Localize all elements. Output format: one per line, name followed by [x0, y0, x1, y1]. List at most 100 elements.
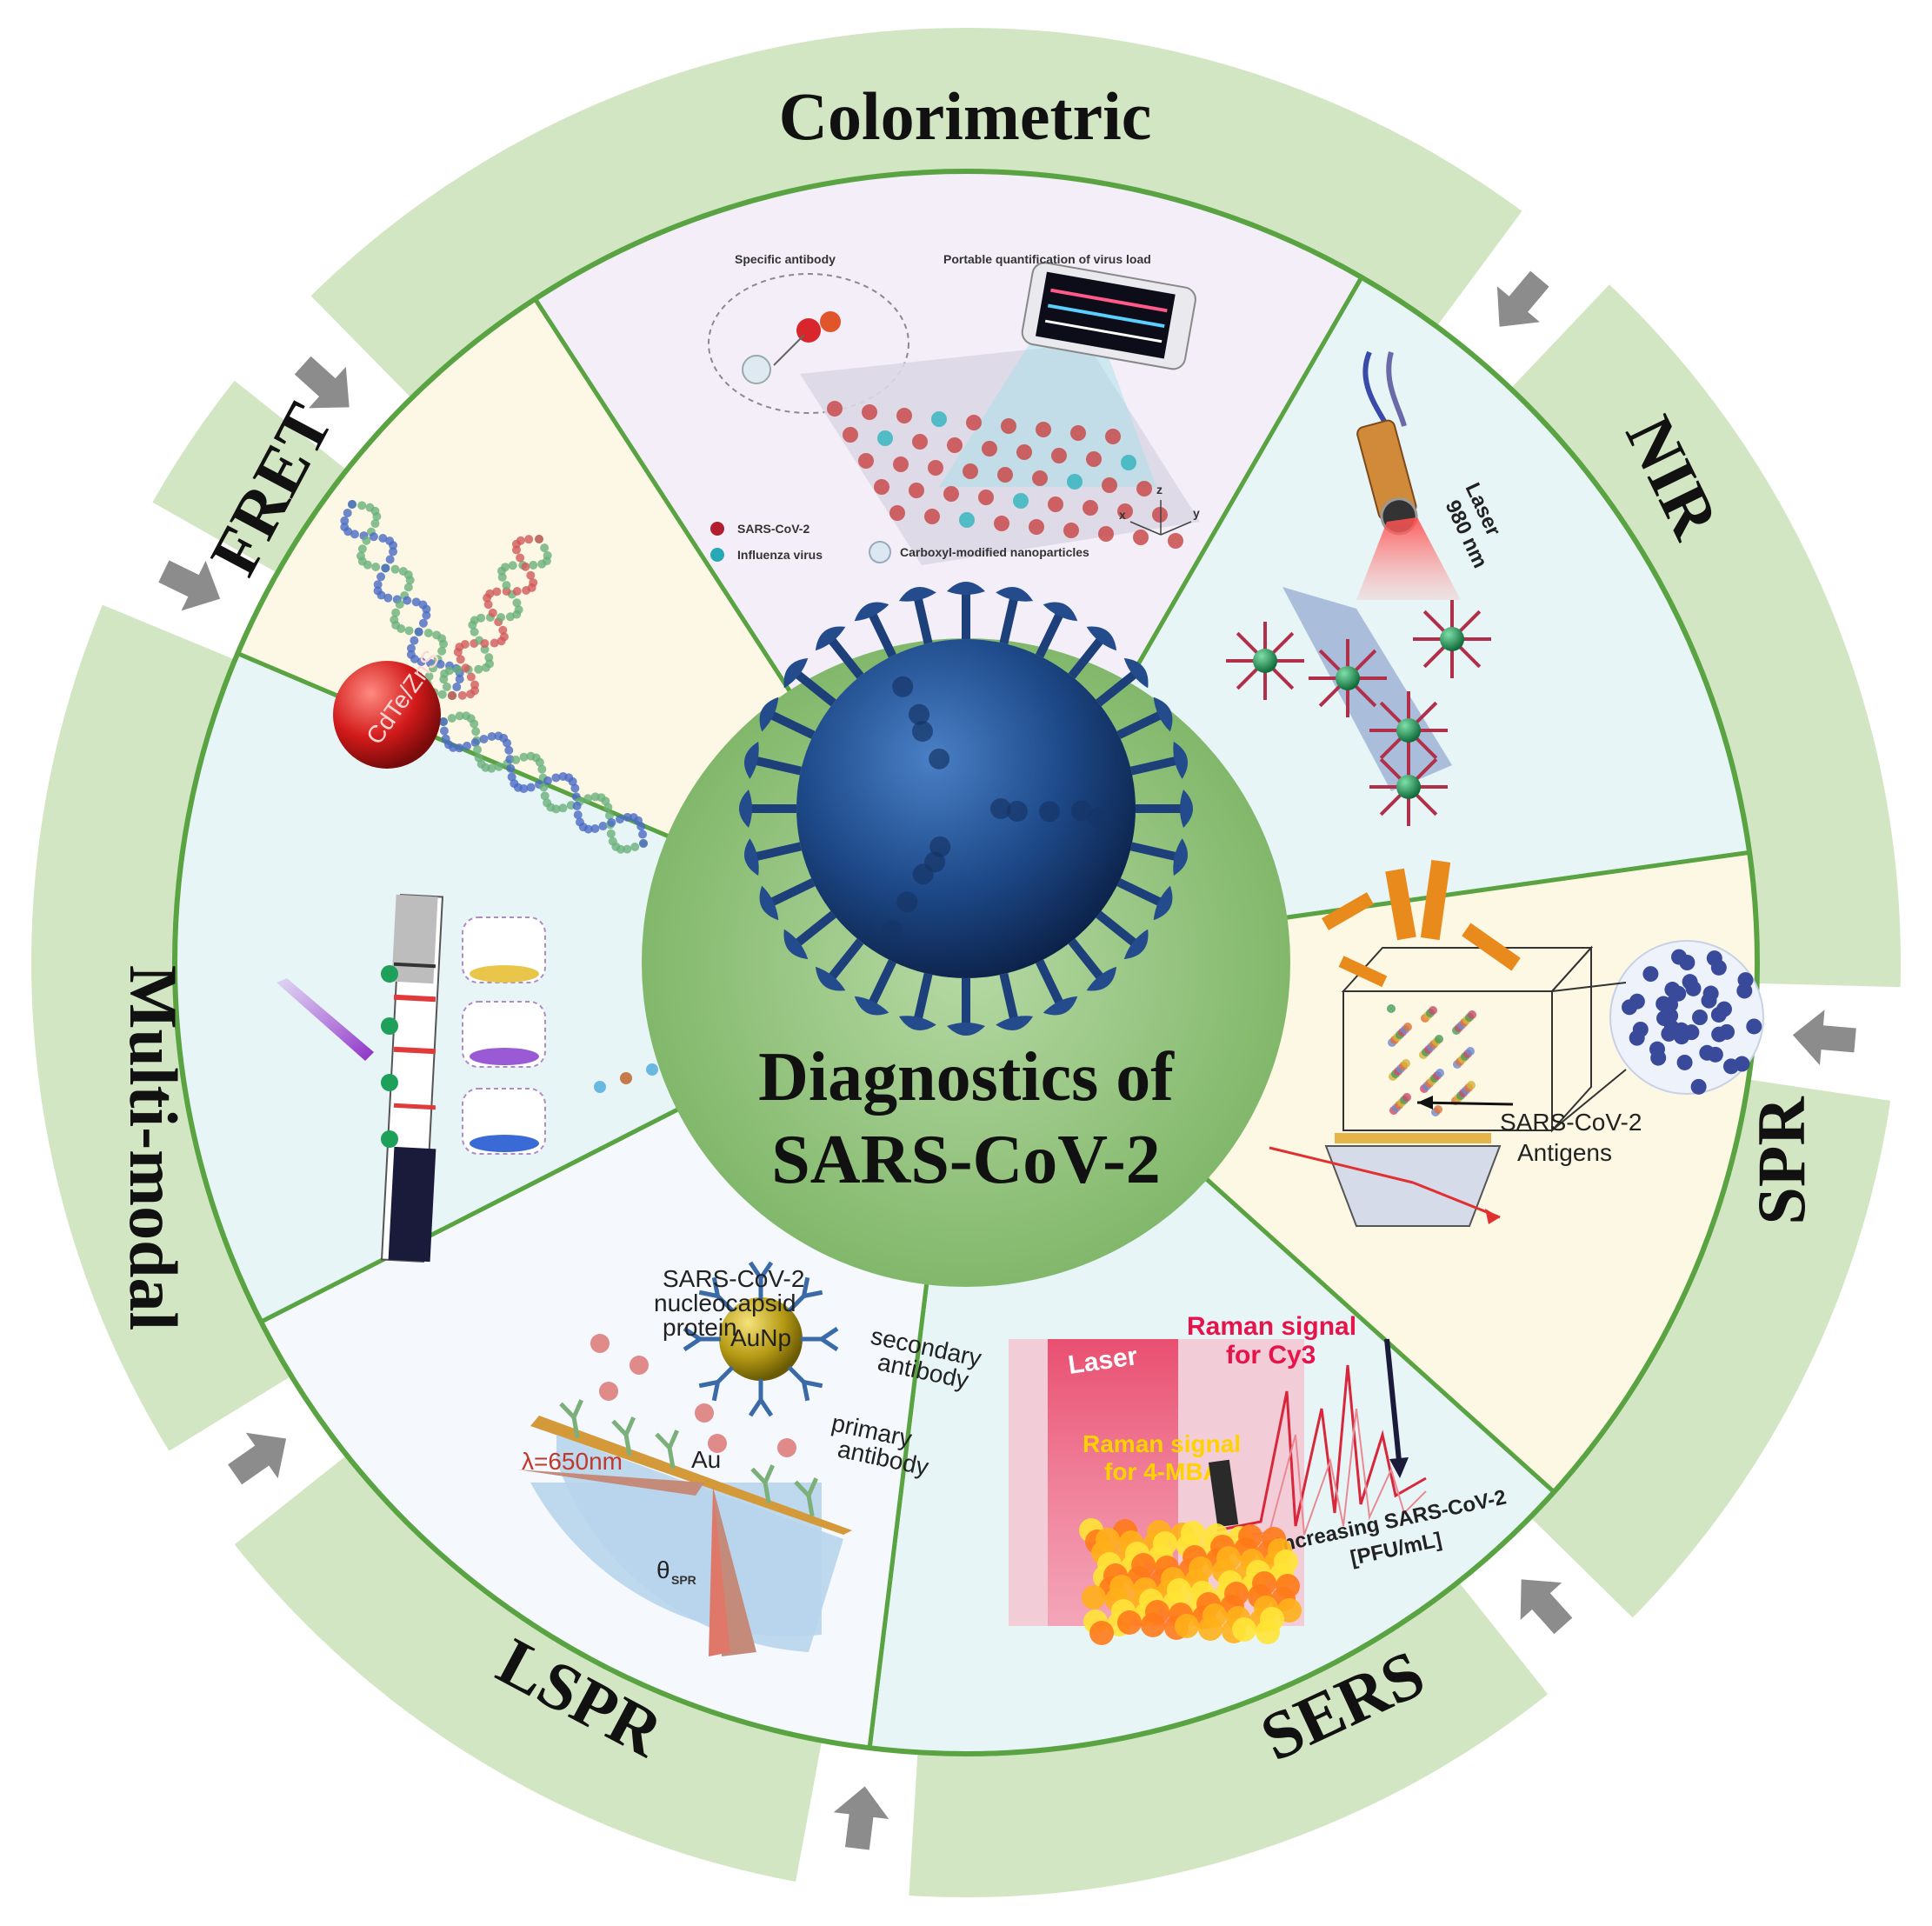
- protein-dot: [630, 1356, 649, 1375]
- spr-illustration: SARS-CoV-2 Antigens: [1269, 859, 1764, 1227]
- axis-y: y: [1193, 506, 1200, 520]
- nanoparticle-icon: [1369, 748, 1448, 826]
- specific-antibody-label: Specific antibody: [735, 252, 836, 266]
- lspr-theta-label: θ: [656, 1556, 670, 1583]
- lspr-wavelength-label: λ=650nm: [522, 1448, 623, 1475]
- lspr-aunp-label: AuNp: [730, 1324, 791, 1351]
- antibody-icon: [683, 1326, 721, 1352]
- particle-dot: [896, 408, 912, 423]
- spike-dot: [1710, 1006, 1727, 1023]
- protein-dot: [708, 1434, 727, 1453]
- portable-label: Portable quantification of virus load: [943, 252, 1151, 266]
- particle-dot: [874, 479, 889, 495]
- marker-dot: [381, 1074, 398, 1091]
- spike-dot: [1746, 1018, 1762, 1035]
- ring-arrows: [158, 270, 1856, 1850]
- spike-dot: [1710, 959, 1727, 976]
- particle-dot: [843, 427, 858, 443]
- multimodal-illustration: [276, 893, 710, 1263]
- spike-dot: [1673, 1022, 1689, 1038]
- particle-dot: [982, 441, 997, 457]
- antibody-icon: [801, 1326, 839, 1352]
- particle-dot: [1168, 533, 1183, 549]
- marker-dot: [381, 965, 398, 983]
- center-title-line2: SARS-CoV-2: [771, 1122, 1160, 1198]
- arrow-icon: [1792, 1010, 1856, 1066]
- particle-dot: [858, 453, 874, 469]
- spike-dot: [1649, 1041, 1665, 1057]
- antibody-icon: [748, 1379, 774, 1417]
- particle-dot: [966, 415, 982, 430]
- spike-dot: [1722, 1058, 1739, 1075]
- particle-dot: [1083, 500, 1098, 516]
- spike-dot: [1662, 996, 1679, 1013]
- axis-x: x: [1119, 508, 1126, 522]
- spr-antigens-line2: Antigens: [1517, 1139, 1612, 1166]
- spike-dot: [1692, 1010, 1708, 1025]
- particle-dot: [912, 434, 928, 450]
- particle-dot: [1070, 425, 1086, 441]
- arrow-icon: [294, 356, 350, 409]
- protein-dot: [777, 1438, 796, 1457]
- particle-dot: [1067, 474, 1083, 490]
- arrow-icon: [1496, 270, 1549, 327]
- label-spr: SPR: [1743, 1096, 1819, 1225]
- fret-illustration: CdTe/ZnS: [333, 500, 648, 854]
- legend-carboxyl: Carboxyl-modified nanoparticles: [900, 545, 1089, 559]
- center-title-line1: Diagnostics of: [758, 1039, 1175, 1116]
- particle-dot: [1029, 519, 1044, 535]
- sers-4mba-line2: for 4-MBA: [1104, 1458, 1221, 1485]
- particle-dot: [1152, 507, 1168, 523]
- particle-dot: [827, 401, 843, 417]
- spike-dot: [1629, 993, 1645, 1010]
- particle-dot: [997, 467, 1013, 483]
- lspr-theta-sub: SPR: [671, 1573, 696, 1587]
- particle-dot: [1102, 477, 1117, 493]
- particle-dot: [943, 486, 959, 502]
- antibody-icon: [787, 1276, 823, 1313]
- spike-dot: [1642, 966, 1659, 983]
- particle-dot: [1105, 429, 1121, 444]
- particle-dot: [862, 404, 877, 420]
- particle-dot: [963, 463, 978, 479]
- arrow-icon: [833, 1786, 889, 1850]
- particle-dot: [909, 483, 924, 498]
- marker-dot: [381, 1130, 398, 1148]
- antibody-icon: [559, 1399, 583, 1439]
- particle-dot: [928, 460, 943, 476]
- axis-z: z: [1156, 483, 1163, 496]
- spike-dot: [1711, 1026, 1728, 1043]
- particle-dot: [931, 411, 947, 427]
- particle-dot: [889, 505, 905, 521]
- lspr-au-label: Au: [691, 1446, 721, 1473]
- particle-dot: [994, 516, 1009, 531]
- protein-dot: [599, 1382, 618, 1401]
- sers-cy3-line2: for Cy3: [1226, 1341, 1316, 1370]
- label-colorimetric: Colorimetric: [779, 78, 1152, 154]
- particle-dot: [924, 509, 940, 524]
- particle-dot: [1013, 493, 1029, 509]
- nanoparticle-icon: [1226, 622, 1304, 700]
- protein-dot: [695, 1403, 714, 1423]
- spike-dot: [1670, 985, 1687, 1002]
- lspr-nucleocapsid-line1: SARS-CoV-2: [663, 1265, 804, 1292]
- particle-dot: [1117, 503, 1133, 519]
- label-multimodal: Multi-modal: [116, 965, 191, 1330]
- spr-antigens-line1: SARS-CoV-2: [1500, 1109, 1642, 1136]
- sers-cy3-line1: Raman signal: [1187, 1312, 1356, 1341]
- particle-dot: [1136, 481, 1152, 496]
- inner-ring-outline: [172, 169, 1760, 1756]
- spike-dot: [1662, 1008, 1679, 1024]
- particle-dot: [1063, 523, 1079, 538]
- particle-dot: [959, 512, 975, 528]
- particle-dot: [1133, 530, 1149, 545]
- spike-dot: [1685, 980, 1702, 996]
- antibody-icon: [794, 1477, 818, 1517]
- spike-dot: [1690, 1078, 1707, 1095]
- legend-sars: SARS-CoV-2: [737, 522, 809, 536]
- virus-icon: [739, 582, 1193, 1036]
- nir-illustration: Laser 980 nm: [1226, 350, 1505, 826]
- particle-dot: [1032, 470, 1048, 486]
- lspr-illustration: AuNp SARS-CoV-2 nucleocapsid protein sec…: [517, 1261, 984, 1656]
